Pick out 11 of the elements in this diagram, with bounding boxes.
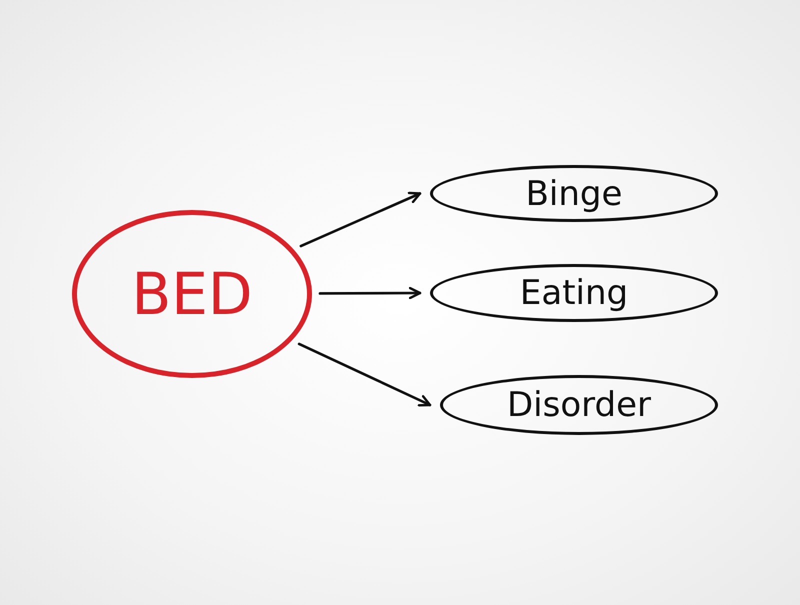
oval-node bbox=[430, 264, 718, 322]
oval-node bbox=[72, 210, 312, 378]
arrow bbox=[300, 192, 422, 248]
arrow bbox=[298, 342, 432, 406]
arrow bbox=[318, 286, 422, 300]
oval-node bbox=[440, 375, 718, 435]
node-text: Binge bbox=[526, 174, 622, 214]
oval-node bbox=[430, 165, 718, 222]
node-text: BED bbox=[131, 260, 253, 328]
node-text: Disorder bbox=[506, 385, 651, 425]
node-text: Eating bbox=[520, 273, 628, 313]
